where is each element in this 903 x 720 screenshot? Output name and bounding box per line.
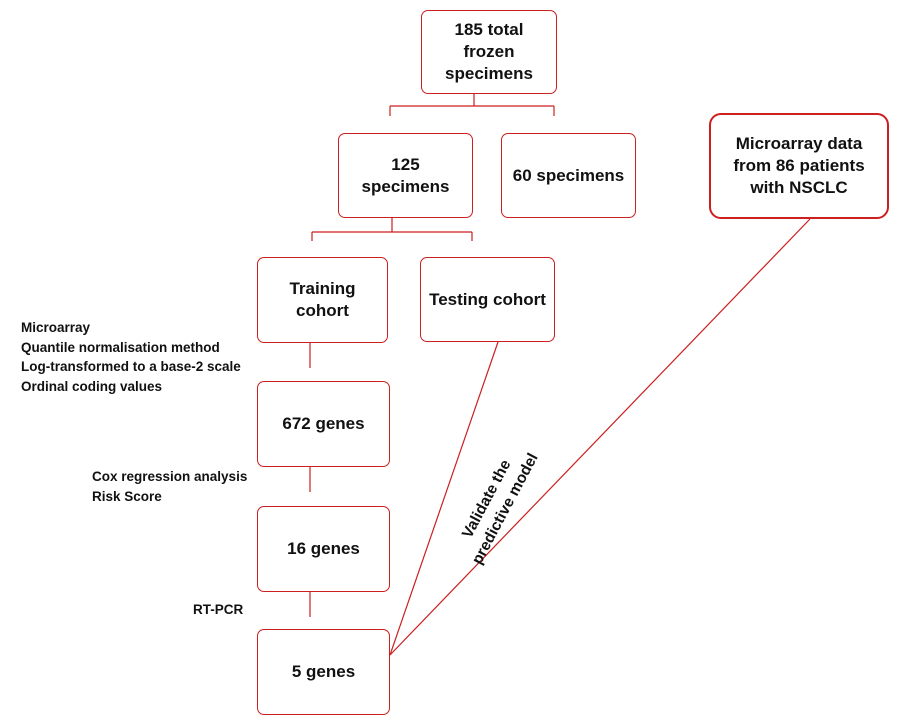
connector-testing-5genes — [389, 341, 499, 656]
note-preprocessing-line: Ordinal coding values — [21, 378, 163, 394]
box-125-specimens: 125 specimens — [338, 133, 473, 218]
note-validation-method: RT-PCR — [193, 602, 244, 617]
note-selection-line: Risk Score — [92, 488, 162, 504]
box-total-specimens: 185 total frozen specimens — [421, 10, 557, 94]
box-external-microarray: Microarray data from 86 patients with NS… — [709, 113, 889, 219]
note-preprocessing-line: Microarray — [21, 320, 91, 335]
note-selection: Cox regression analysis Risk Score — [92, 467, 247, 506]
note-preprocessing-line: Log-transformed to a base-2 scale — [21, 359, 241, 374]
note-preprocessing: Microarray Quantile normalisation method… — [21, 318, 241, 396]
box-training-cohort: Training cohort — [257, 257, 388, 343]
note-selection-line: Cox regression analysis — [92, 469, 248, 484]
note-preprocessing-line: Quantile normalisation method — [21, 339, 220, 355]
connector-external-5genes — [389, 218, 811, 656]
box-testing-cohort: Testing cohort — [420, 257, 555, 342]
box-16-genes: 16 genes — [257, 506, 390, 592]
box-5-genes: 5 genes — [257, 629, 390, 715]
box-60-specimens: 60 specimens — [501, 133, 636, 218]
box-672-genes: 672 genes — [257, 381, 390, 467]
